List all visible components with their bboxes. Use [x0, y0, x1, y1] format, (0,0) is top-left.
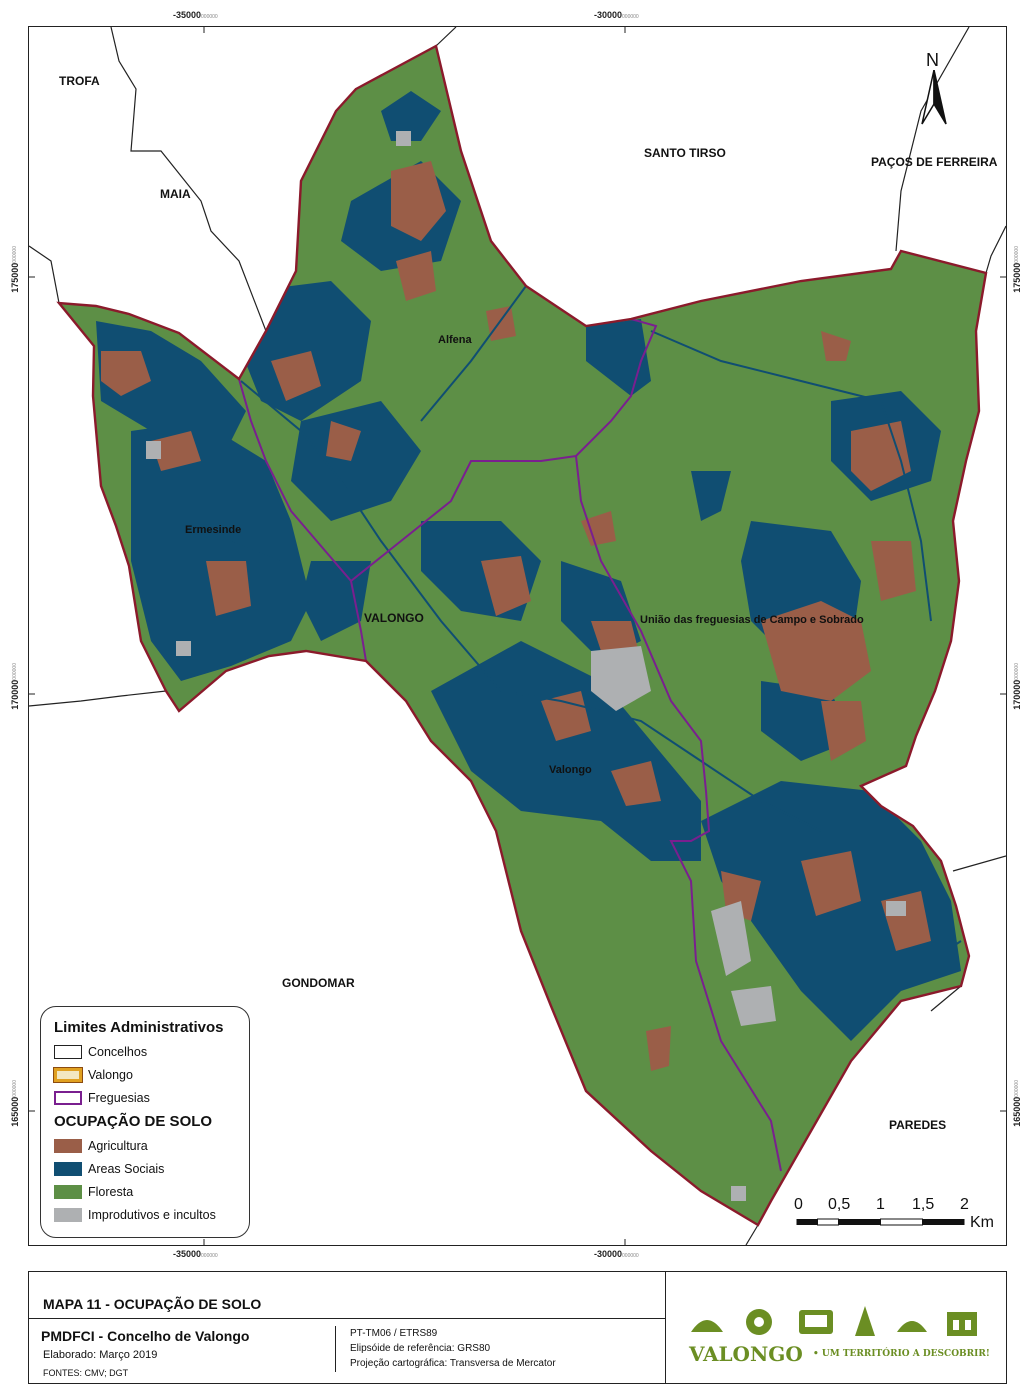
scale-tick-4: 2	[960, 1196, 969, 1213]
legend-label: Concelhos	[88, 1045, 148, 1059]
legend-admin-title: Limites Administrativos	[54, 1019, 224, 1036]
footer-inner-divider	[335, 1326, 336, 1372]
brand-icons	[691, 1306, 977, 1336]
brand-name: VALONGO	[689, 1342, 803, 1366]
projection: Projeção cartográfica: Transversa de Mer…	[350, 1358, 556, 1369]
footer-divider	[665, 1272, 666, 1383]
legend-label: Areas Sociais	[88, 1162, 165, 1176]
cyclist-icon	[897, 1321, 927, 1332]
freguesias-borders	[238, 318, 782, 1172]
label-ermesinde: Ermesinde	[185, 524, 242, 536]
coord-left-3: 165000000000	[10, 1080, 20, 1127]
legend-item-concelhos: Concelhos	[54, 1043, 147, 1061]
label-campo-sobrado: União das freguesias de Campo e Sobrado	[640, 614, 864, 626]
legend-swatch	[54, 1208, 82, 1222]
footer-hline	[29, 1318, 665, 1319]
elaborated-date: Elaborado: Março 2019	[43, 1349, 158, 1361]
legend-label: Improdutivos e incultos	[88, 1208, 216, 1222]
legend-swatch	[54, 1091, 82, 1105]
legend-swatch	[54, 1139, 82, 1153]
frame-ticks	[29, 27, 1006, 1245]
label-trofa: TROFA	[59, 74, 100, 88]
coord-right-1: 175000000000	[1012, 246, 1022, 293]
scale-bar-graphic	[796, 1218, 965, 1226]
legend: Limites Administrativos Concelhos Valong…	[40, 1006, 250, 1238]
building-icon	[947, 1312, 977, 1336]
legend-item-floresta: Floresta	[54, 1183, 133, 1201]
coord-right-2: 170000000000	[1012, 663, 1022, 710]
figure-icon	[855, 1306, 875, 1336]
legend-item-areas-sociais: Areas Sociais	[54, 1160, 164, 1178]
label-alfena: Alfena	[438, 334, 472, 346]
scale-tick-0: 0	[794, 1196, 803, 1213]
scale-unit: Km	[970, 1214, 994, 1231]
coord-bottom-2: -30000000000	[594, 1249, 639, 1259]
legend-swatch	[54, 1162, 82, 1176]
land-use-map[interactable]	[29, 27, 1006, 1245]
legend-item-freguesias: Freguesias	[54, 1089, 150, 1107]
map-title: MAPA 11 - OCUPAÇÃO DE SOLO	[43, 1296, 262, 1312]
north-label: N	[926, 50, 939, 70]
coord-top-1: -35000000000	[173, 10, 218, 20]
legend-label: Freguesias	[88, 1091, 150, 1105]
coord-right-3: 165000000000	[1012, 1080, 1022, 1127]
label-valongo-town: Valongo	[549, 764, 592, 776]
scale-tick-2: 1	[876, 1196, 885, 1213]
legend-item-improdutivos: Improdutivos e incultos	[54, 1206, 216, 1224]
legend-swatch	[54, 1045, 82, 1059]
legend-item-agricultura: Agricultura	[54, 1137, 148, 1155]
coord-bottom-1: -35000000000	[173, 1249, 218, 1259]
legend-label: Valongo	[88, 1068, 133, 1082]
north-arrow: N	[910, 50, 954, 130]
legend-landuse-title: OCUPAÇÃO DE SOLO	[54, 1113, 213, 1130]
sources: FONTES: CMV; DGT	[43, 1368, 129, 1378]
brand-tagline: • UM TERRITÓRIO A DESCOBRIR!	[813, 1349, 990, 1359]
coord-top-2: -30000000000	[594, 10, 639, 20]
concelhos-borders	[29, 27, 1006, 1245]
hill-icon	[691, 1320, 723, 1332]
map-frame[interactable]	[28, 26, 1007, 1246]
label-maia: MAIA	[160, 187, 191, 201]
plan-title: PMDFCI - Concelho de Valongo	[41, 1328, 250, 1344]
crs: PT-TM06 / ETRS89	[350, 1328, 438, 1339]
ellipsoid: Elipsóide de referência: GRS80	[350, 1343, 491, 1354]
footer: MAPA 11 - OCUPAÇÃO DE SOLO PMDFCI - Conc…	[28, 1271, 1007, 1384]
legend-label: Floresta	[88, 1185, 134, 1199]
label-paredes: PAREDES	[889, 1118, 947, 1132]
label-gondomar: GONDOMAR	[282, 976, 355, 990]
coord-left-2: 170000000000	[10, 663, 20, 710]
scale-tick-3: 1,5	[912, 1196, 935, 1213]
legend-swatch	[53, 1067, 83, 1083]
north-arrow-icon	[921, 70, 947, 125]
scale-bar: 0 0,5 1 1,5 2 Km	[790, 1196, 1004, 1236]
coord-left-1: 175000000000	[10, 246, 20, 293]
legend-item-valongo: Valongo	[53, 1066, 133, 1084]
label-valongo-parish: VALONGO	[364, 611, 424, 625]
scale-tick-1: 0,5	[828, 1196, 851, 1213]
label-pacos-ferreira: PAÇOS DE FERREIRA	[871, 155, 998, 169]
label-santo-tirso: SANTO TIRSO	[644, 146, 726, 160]
legend-swatch	[54, 1185, 82, 1199]
legend-label: Agricultura	[88, 1139, 148, 1153]
